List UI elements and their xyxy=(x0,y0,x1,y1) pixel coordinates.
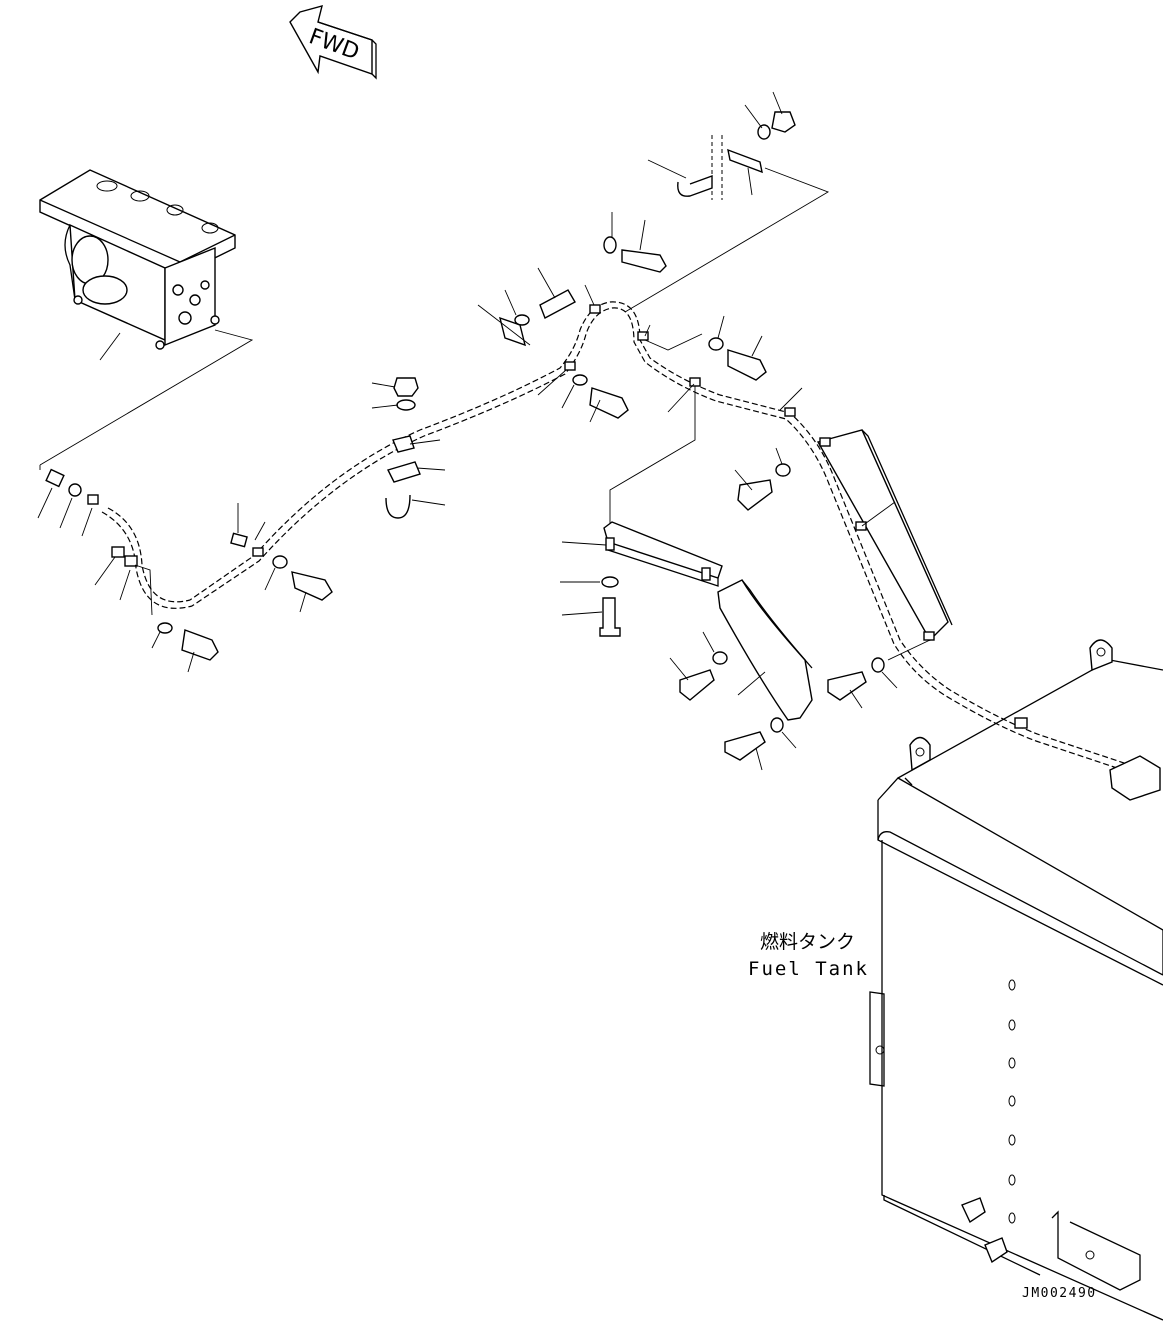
left-clamp-group xyxy=(124,555,219,673)
forward-direction-arrow: FWD xyxy=(289,5,377,80)
upper-clip-group xyxy=(477,267,629,423)
drawing-number: JM002490 xyxy=(1022,1286,1097,1301)
clip-stack-group xyxy=(371,377,446,519)
fuel-tank-label-japanese: 燃料タンク xyxy=(760,931,855,953)
fuel-tank-body xyxy=(869,639,1163,1321)
right-clip-group xyxy=(609,315,803,532)
lower-cover-plate xyxy=(669,579,931,771)
pipe-guard-plate xyxy=(734,429,953,642)
u-bolt-bracket-group xyxy=(624,91,830,313)
fuel-pipe-line xyxy=(101,301,1131,772)
angle-bracket xyxy=(560,521,723,637)
left-fittings xyxy=(37,465,131,601)
fuel-tank-label-english: Fuel Tank xyxy=(748,958,869,980)
valve-block-assembly xyxy=(39,169,254,466)
mid-left-clamp-group xyxy=(230,503,333,613)
fuel-tank-label: 燃料タンク Fuel Tank xyxy=(748,931,869,980)
peak-clip-group xyxy=(584,212,667,314)
